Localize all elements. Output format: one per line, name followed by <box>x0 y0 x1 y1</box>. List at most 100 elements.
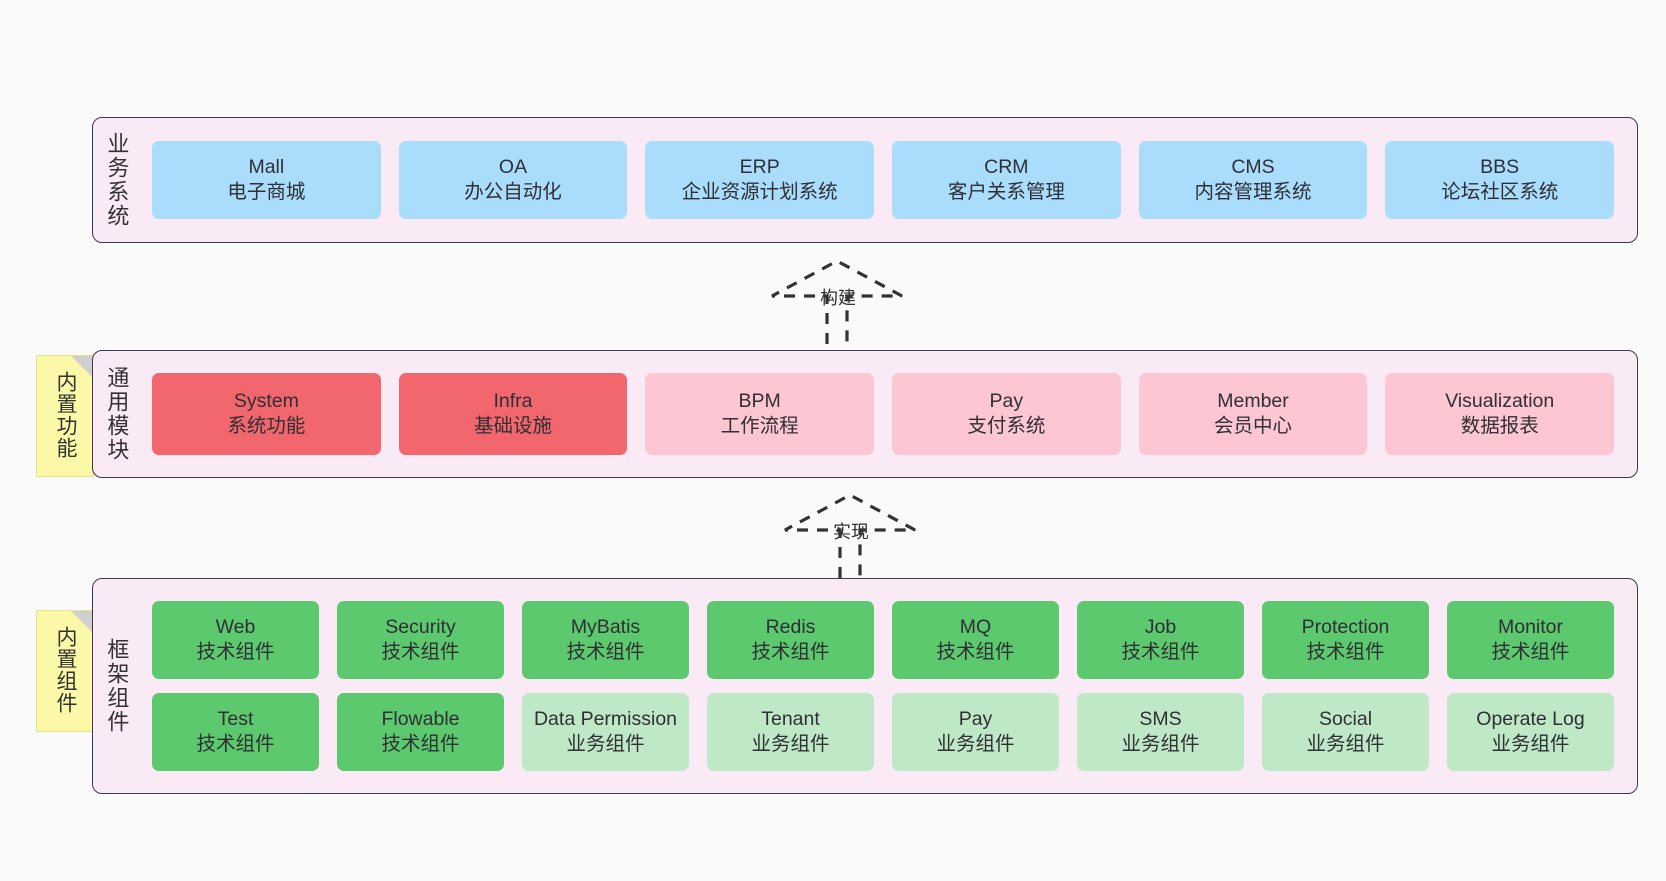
card-web[interactable]: Web 技术组件 <box>152 601 319 679</box>
layer-business-system: 业务系统 Mall 电子商城 OA 办公自动化 ERP 企业资源计划系统 <box>92 117 1638 243</box>
card-flowable[interactable]: Flowable 技术组件 <box>337 693 504 771</box>
card-data-permission[interactable]: Data Permission 业务组件 <box>522 693 689 771</box>
card-crm-desc: 客户关系管理 <box>947 181 1065 203</box>
card-slot: Job 技术组件 <box>1068 601 1253 679</box>
connector-implement: 实现 <box>775 492 925 578</box>
card-oa-name: OA <box>498 156 528 179</box>
implement-arrow-icon <box>784 493 916 578</box>
card-visualization[interactable]: Visualization 数据报表 <box>1385 373 1615 455</box>
card-mq[interactable]: MQ 技术组件 <box>892 601 1059 679</box>
note-builtin-function: 内置功能 <box>36 355 94 477</box>
layer-framework-component-title: 框架组件 <box>104 638 130 734</box>
card-slot: Visualization 数据报表 <box>1376 373 1623 455</box>
card-slot: Operate Log 业务组件 <box>1438 693 1623 771</box>
card-test[interactable]: Test 技术组件 <box>152 693 319 771</box>
card-slot: CMS 内容管理系统 <box>1130 141 1377 219</box>
card-mybatis[interactable]: MyBatis 技术组件 <box>522 601 689 679</box>
card-visualization-desc: 数据报表 <box>1460 415 1539 437</box>
card-bpm-name: BPM <box>738 390 781 413</box>
card-cms-desc: 内容管理系统 <box>1194 181 1312 203</box>
card-protection[interactable]: Protection 技术组件 <box>1262 601 1429 679</box>
card-bbs[interactable]: BBS 论坛社区系统 <box>1385 141 1615 219</box>
card-monitor[interactable]: Monitor 技术组件 <box>1447 601 1614 679</box>
framework-row-business: Test 技术组件 Flowable 技术组件 Data Permission … <box>143 693 1623 771</box>
card-pay-component-desc: 业务组件 <box>936 733 1015 755</box>
card-mybatis-name: MyBatis <box>570 616 641 639</box>
layer-framework-component: 框架组件 Web 技术组件 Security 技术组件 <box>92 578 1638 794</box>
card-slot: Flowable 技术组件 <box>328 693 513 771</box>
card-slot: Monitor 技术组件 <box>1438 601 1623 679</box>
card-job-name: Job <box>1144 616 1177 639</box>
card-tenant[interactable]: Tenant 业务组件 <box>707 693 874 771</box>
card-operate-log[interactable]: Operate Log 业务组件 <box>1447 693 1614 771</box>
layer-framework-component-body: Web 技术组件 Security 技术组件 MyBatis 技术组件 <box>139 579 1637 793</box>
card-web-name: Web <box>215 616 256 639</box>
card-social-desc: 业务组件 <box>1306 733 1385 755</box>
card-sms[interactable]: SMS 业务组件 <box>1077 693 1244 771</box>
card-infra[interactable]: Infra 基础设施 <box>398 373 628 455</box>
card-pay-module[interactable]: Pay 支付系统 <box>892 373 1121 455</box>
card-mq-name: MQ <box>959 616 992 639</box>
card-operate-log-desc: 业务组件 <box>1491 733 1570 755</box>
note-builtin-function-text: 内置功能 <box>53 371 77 459</box>
card-visualization-name: Visualization <box>1445 390 1555 413</box>
card-job-desc: 技术组件 <box>1121 641 1200 663</box>
card-bpm[interactable]: BPM 工作流程 <box>645 373 875 455</box>
connector-implement-label: 实现 <box>833 522 869 542</box>
connector-build-label: 构建 <box>820 288 856 308</box>
card-flowable-name: Flowable <box>381 708 460 731</box>
card-slot: System 系统功能 <box>143 373 390 455</box>
card-slot: OA 办公自动化 <box>390 141 637 219</box>
card-mall[interactable]: Mall 电子商城 <box>152 141 381 219</box>
common-module-row: System 系统功能 Infra 基础设施 BPM 工作流程 Pay <box>143 373 1623 455</box>
card-web-desc: 技术组件 <box>196 641 275 663</box>
card-slot: ERP 企业资源计划系统 <box>636 141 883 219</box>
card-cms-name: CMS <box>1231 156 1275 179</box>
card-slot: Redis 技术组件 <box>698 601 883 679</box>
card-cms[interactable]: CMS 内容管理系统 <box>1138 141 1368 219</box>
connector-build: 构建 <box>762 258 912 344</box>
card-security-name: Security <box>385 616 456 639</box>
card-pay-module-desc: 支付系统 <box>967 415 1046 437</box>
card-redis[interactable]: Redis 技术组件 <box>707 601 874 679</box>
card-oa-desc: 办公自动化 <box>464 181 562 203</box>
card-slot: Member 会员中心 <box>1130 373 1377 455</box>
card-mall-desc: 电子商城 <box>227 181 306 203</box>
card-system[interactable]: System 系统功能 <box>152 373 381 455</box>
card-security[interactable]: Security 技术组件 <box>337 601 504 679</box>
card-job[interactable]: Job 技术组件 <box>1077 601 1244 679</box>
card-slot: Test 技术组件 <box>143 693 328 771</box>
card-protection-desc: 技术组件 <box>1306 641 1385 663</box>
card-infra-name: Infra <box>493 390 533 413</box>
card-bbs-desc: 论坛社区系统 <box>1441 181 1559 203</box>
card-test-name: Test <box>217 708 254 731</box>
card-erp[interactable]: ERP 企业资源计划系统 <box>645 141 875 219</box>
card-protection-name: Protection <box>1301 616 1390 639</box>
note-builtin-component-text: 内置组件 <box>53 626 77 714</box>
note-fold-icon <box>71 356 93 378</box>
card-operate-log-name: Operate Log <box>1476 708 1585 731</box>
card-infra-desc: 基础设施 <box>474 415 553 437</box>
card-data-permission-name: Data Permission <box>533 708 678 731</box>
card-slot: Security 技术组件 <box>328 601 513 679</box>
card-erp-name: ERP <box>739 156 780 179</box>
card-social[interactable]: Social 业务组件 <box>1262 693 1429 771</box>
card-slot: CRM 客户关系管理 <box>883 141 1130 219</box>
card-pay-module-name: Pay <box>989 390 1024 413</box>
card-slot: BBS 论坛社区系统 <box>1376 141 1623 219</box>
card-redis-desc: 技术组件 <box>751 641 830 663</box>
card-erp-desc: 企业资源计划系统 <box>681 181 838 203</box>
card-member[interactable]: Member 会员中心 <box>1138 373 1368 455</box>
card-sms-name: SMS <box>1139 708 1182 731</box>
framework-row-technical: Web 技术组件 Security 技术组件 MyBatis 技术组件 <box>143 601 1623 679</box>
card-pay-component[interactable]: Pay 业务组件 <box>892 693 1059 771</box>
card-member-desc: 会员中心 <box>1214 415 1293 437</box>
card-slot: Social 业务组件 <box>1253 693 1438 771</box>
card-oa[interactable]: OA 办公自动化 <box>398 141 628 219</box>
card-mall-name: Mall <box>248 156 285 179</box>
card-crm[interactable]: CRM 客户关系管理 <box>892 141 1121 219</box>
card-member-name: Member <box>1217 390 1289 413</box>
business-system-row: Mall 电子商城 OA 办公自动化 ERP 企业资源计划系统 CRM <box>143 141 1623 219</box>
card-slot: MyBatis 技术组件 <box>513 601 698 679</box>
card-sms-desc: 业务组件 <box>1121 733 1200 755</box>
